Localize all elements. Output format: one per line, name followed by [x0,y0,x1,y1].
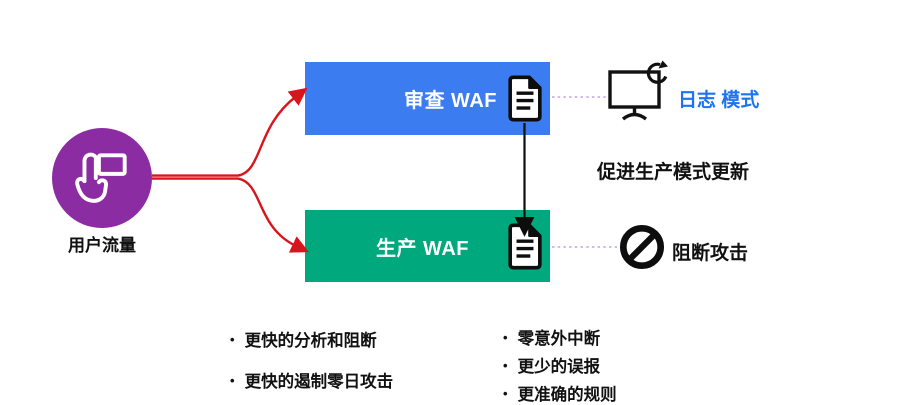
arrow-user-to-production [152,177,310,253]
promote-production-note: 促进生产模式更新 [597,162,750,183]
touch-pointer-icon [75,152,127,203]
monitor-refresh-icon [606,60,680,126]
document-icon [508,223,542,269]
production-waf-label: 生产 WAF [376,237,469,260]
list-item: 更快的遏制零日攻击 [230,368,394,392]
benefits-list-right: 零意外中断 更少的误报 更准确的规则 [503,325,617,405]
list-item: 更快的分析和阻断 [230,327,393,351]
list-item: 更准确的规则 [503,381,617,405]
list-item: 零意外中断 [503,325,617,349]
user-traffic-label: 用户流量 [68,236,136,255]
block-attacks-label: 阻断攻击 [672,243,749,264]
log-mode-label: 日志 模式 [678,90,760,111]
prohibition-icon [619,224,665,270]
list-item: 更少的误报 [503,353,617,377]
review-waf-box: 审查 WAF [305,62,550,135]
user-traffic-node [52,128,152,228]
production-waf-box: 生产 WAF [305,210,550,282]
benefits-list-left: 更快的分析和阻断 更快的遏制零日攻击 [230,327,394,405]
review-waf-label: 审查 WAF [404,90,497,112]
arrow-user-to-review [152,87,308,177]
document-icon [508,75,542,122]
